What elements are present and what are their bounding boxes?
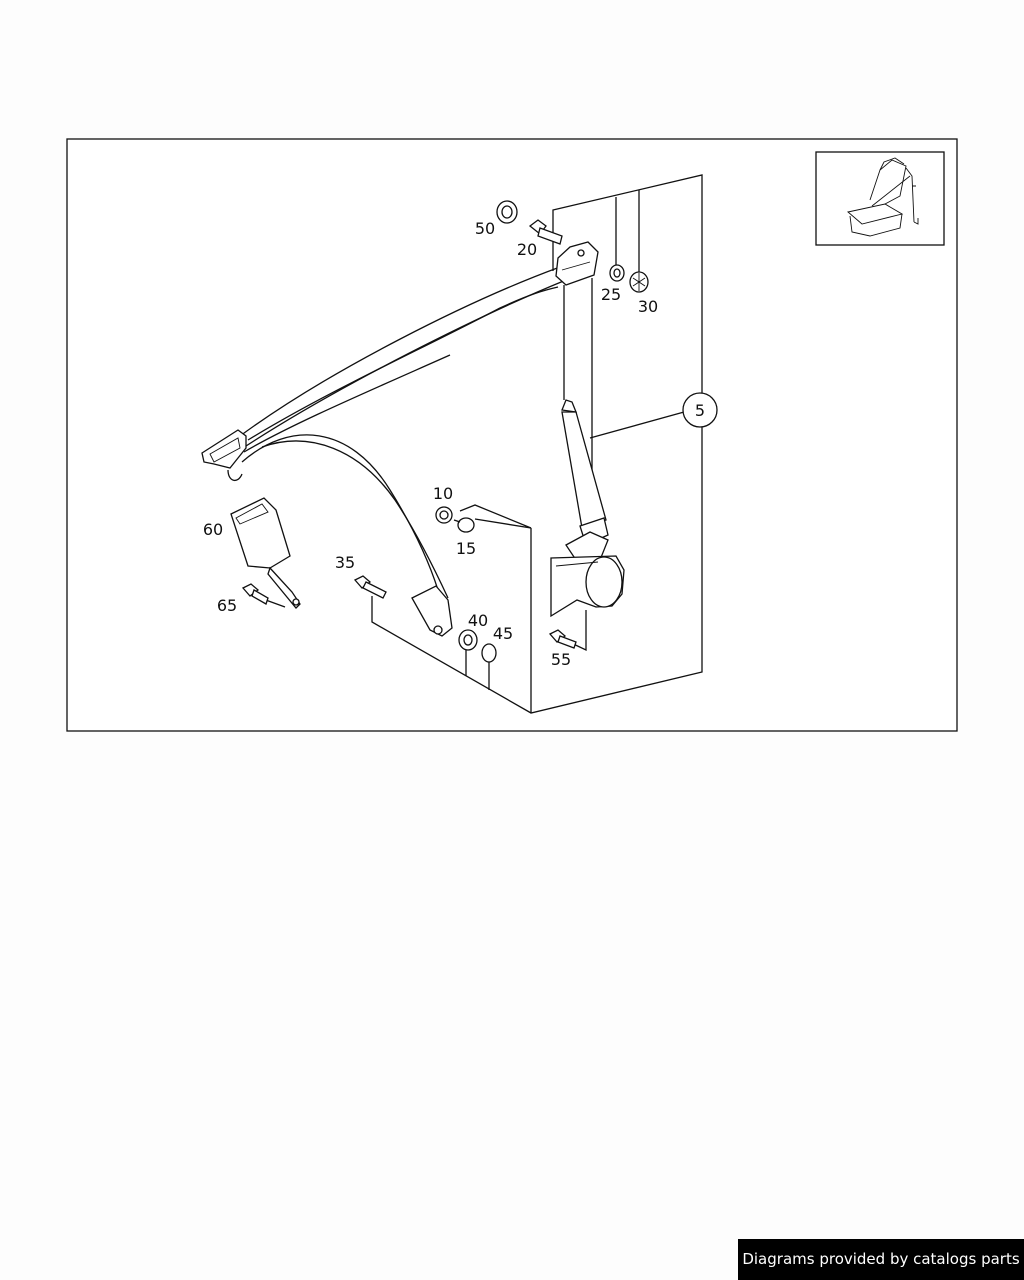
cap-15 xyxy=(453,517,475,533)
leader-lines xyxy=(262,174,703,714)
bolt-65 xyxy=(241,583,269,605)
washer-40 xyxy=(458,629,478,651)
callout-35: 35 xyxy=(335,553,355,572)
callout-45: 45 xyxy=(493,624,513,643)
callout-15: 15 xyxy=(456,539,476,558)
callout-65: 65 xyxy=(217,596,237,615)
bolt-35 xyxy=(353,575,387,599)
ring-45 xyxy=(481,643,497,663)
callout-40: 40 xyxy=(468,611,488,630)
bolt-55 xyxy=(548,629,577,649)
nut-30 xyxy=(629,271,649,293)
lower-anchor xyxy=(411,585,453,637)
callout-20: 20 xyxy=(517,240,537,259)
upper-anchor xyxy=(555,241,599,286)
bolt-20 xyxy=(528,219,563,245)
credit-banner: Diagrams provided by catalogs parts xyxy=(738,1239,1024,1280)
washer-25 xyxy=(609,264,625,282)
diagram-frame xyxy=(66,138,958,732)
callout-30: 30 xyxy=(638,297,658,316)
callout-55: 55 xyxy=(551,650,571,669)
belt-tongue xyxy=(201,429,247,481)
callout-60: 60 xyxy=(203,520,223,539)
callout-5-circle xyxy=(682,392,718,428)
spacer-50 xyxy=(496,200,518,224)
seat-belt-buckle xyxy=(230,497,301,609)
callout-10: 10 xyxy=(433,484,453,503)
nut-10 xyxy=(435,506,453,524)
callout-25: 25 xyxy=(601,285,621,304)
callout-50: 50 xyxy=(475,219,495,238)
callout-5: 5 xyxy=(695,401,705,420)
seat-thumbnail-icon xyxy=(815,151,945,246)
retractor-assembly xyxy=(550,399,625,618)
